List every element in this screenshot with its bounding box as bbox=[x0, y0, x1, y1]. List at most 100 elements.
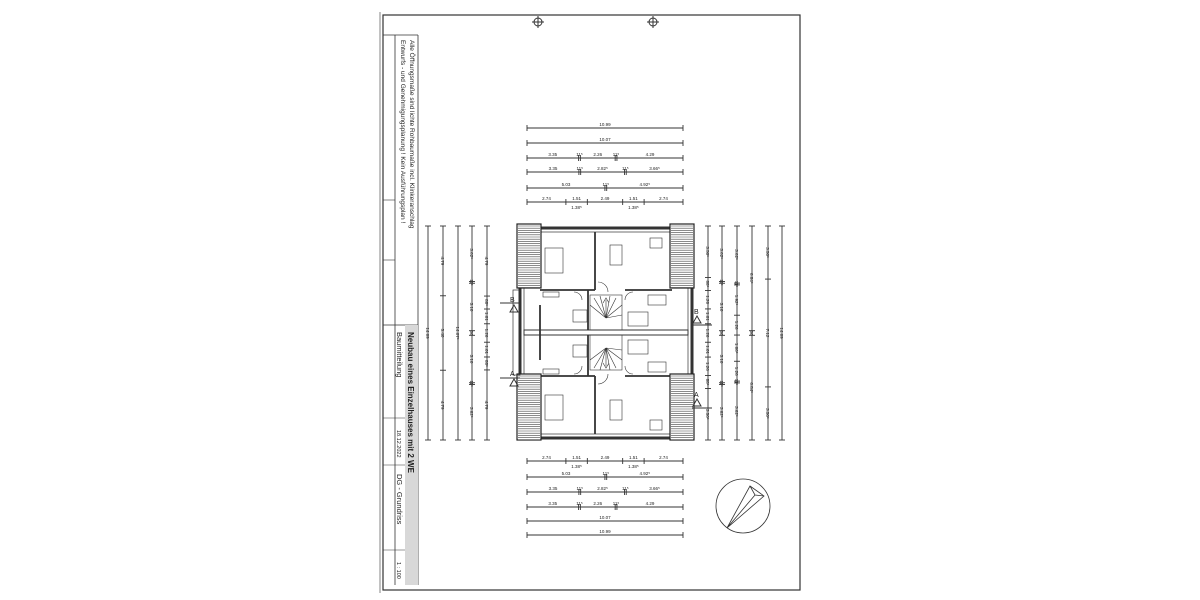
dimension-label: 1.51 bbox=[629, 455, 638, 460]
dimension-label: 1.26 bbox=[705, 362, 710, 371]
opening-note: Alle Öffnungsmaße sind lichte Rohbaumaße… bbox=[408, 40, 416, 229]
dimension-label: 1.51 bbox=[572, 196, 581, 201]
dimension-label: 3.62⁵ bbox=[719, 407, 724, 418]
dimension-sublabel: 1.38⁵ bbox=[628, 205, 639, 210]
dimension-label: 14.69 bbox=[779, 327, 784, 339]
dimension-label: 11⁵ bbox=[577, 486, 584, 491]
dimension-label: 2.49 bbox=[601, 455, 610, 460]
dimension-label: 4.92⁵ bbox=[640, 182, 651, 187]
section-label-b: B bbox=[694, 309, 699, 316]
dimension-label: 2.74 bbox=[542, 196, 551, 201]
dimension-label: 4.79 bbox=[484, 257, 489, 266]
dimension-label: 4.29 bbox=[646, 152, 655, 157]
dimension-label: 11⁵ bbox=[469, 380, 474, 387]
dimension-label: 2.82⁵ bbox=[597, 166, 608, 171]
dimension-label: 2.82⁵ bbox=[597, 486, 608, 491]
dimension-label: 11⁵ bbox=[622, 486, 629, 491]
dormers bbox=[516, 223, 695, 441]
dimension-label: 11⁵ bbox=[469, 279, 474, 286]
dimension-label: 6.84⁵ bbox=[749, 273, 754, 284]
dimension-label: 2.49 bbox=[601, 196, 610, 201]
dimension-label: 3.50⁵ bbox=[705, 246, 710, 257]
dimension-label: 3.50⁵ bbox=[765, 408, 770, 419]
dimension-label: 1.26 bbox=[734, 321, 739, 330]
dimension-label: 1.66⁵ bbox=[734, 343, 739, 354]
dimension-chains: 10.99 10.07 3.35 11⁵ 2.26 11⁵ 4.29 3.35 11⁵ 2.82⁵… bbox=[425, 122, 785, 538]
dimension-sublabel: 1.38⁵ bbox=[571, 464, 582, 469]
dimension-label: 11⁵ bbox=[613, 152, 620, 157]
dimension-label: 1.51 bbox=[629, 196, 638, 201]
dimension-label: 3.10 bbox=[719, 303, 724, 312]
dimension-label: 5.40 bbox=[440, 329, 445, 338]
dimension-label: 4.79 bbox=[440, 401, 445, 410]
dimension-label: 11⁵ bbox=[719, 279, 724, 286]
dimension-label: 1.26 bbox=[484, 329, 489, 338]
dimension-label: 5.03 bbox=[562, 182, 571, 187]
dimension-label: 1.92⁵ bbox=[734, 295, 739, 306]
dimension-label: 3.62⁵ bbox=[734, 249, 739, 260]
dimension-label: 4.29 bbox=[646, 501, 655, 506]
dimension-label: 3.35 bbox=[548, 501, 557, 506]
dimension-label: 3.35 bbox=[548, 152, 557, 157]
dimension-label: 10.07 bbox=[599, 515, 611, 520]
dormer bbox=[669, 223, 695, 289]
dimension-label: 2.26 bbox=[593, 501, 602, 506]
dimension-label: 30 bbox=[749, 330, 754, 336]
dimension-label: 3.66⁵ bbox=[649, 166, 660, 171]
staircase bbox=[589, 294, 623, 371]
section-label-a: A bbox=[510, 371, 515, 378]
dimension-label: 3.62⁵ bbox=[469, 248, 474, 259]
dimension-label: 11⁵ bbox=[734, 379, 739, 386]
furniture bbox=[542, 237, 667, 431]
dimension-label: 1.26 bbox=[705, 329, 710, 338]
dimension-label: 5.03 bbox=[562, 471, 571, 476]
planning-note: Entwurfs - und Genehmigungsplanung ! Kei… bbox=[399, 40, 406, 223]
dimension-label: 3.66⁵ bbox=[649, 486, 660, 491]
dimension-label: 3.10 bbox=[469, 303, 474, 312]
dimension-label: 3.10 bbox=[719, 355, 724, 364]
dimension-label: 3.50⁵ bbox=[765, 247, 770, 258]
dimension-label: 11⁵ bbox=[734, 281, 739, 288]
dimension-label: 10.07 bbox=[599, 137, 611, 142]
dimension-label: 1.26 bbox=[734, 367, 739, 376]
dimension-label: 3.50⁵ bbox=[705, 409, 710, 420]
dimension-label: 30 bbox=[469, 330, 474, 336]
dimension-label: 3.62⁵ bbox=[719, 248, 724, 259]
dimension-label: 11⁵ bbox=[622, 166, 629, 171]
dimension-label: 3.35 bbox=[549, 486, 558, 491]
dimension-label: 2.74 bbox=[659, 455, 668, 460]
dormer bbox=[516, 223, 542, 289]
section-markers: B A B A bbox=[500, 297, 712, 409]
dimension-label: 11⁵ bbox=[577, 166, 584, 171]
dimension-label: 4.79 bbox=[440, 257, 445, 266]
building-plan bbox=[512, 223, 695, 441]
dimension-label: 1.51 bbox=[572, 455, 581, 460]
party-wall bbox=[523, 329, 689, 336]
dimension-label: 14.69 bbox=[425, 327, 430, 339]
interior-walls bbox=[539, 232, 672, 434]
dimension-label: 6.84⁵ bbox=[749, 382, 754, 393]
balcony-outline bbox=[512, 289, 521, 376]
plan-phase: Baumitteilung bbox=[395, 332, 404, 377]
dimension-label: 1.26 bbox=[705, 295, 710, 304]
plan-scale: 1 : 100 bbox=[395, 562, 401, 579]
dimension-label: 1.01 bbox=[484, 312, 489, 321]
dimension-label: 1.01 bbox=[705, 345, 710, 354]
dimension-label: 10.99 bbox=[599, 529, 611, 534]
dimension-label: 11⁵ bbox=[603, 471, 610, 476]
dimension-label: 11⁵ bbox=[603, 182, 610, 187]
crosshair-mark bbox=[532, 16, 659, 28]
dimension-label: 3.62⁵ bbox=[469, 407, 474, 418]
plan-date: 18.12.2022 bbox=[395, 430, 401, 458]
dimension-label: 11⁵ bbox=[719, 380, 724, 387]
dimension-label: 3.10 bbox=[469, 355, 474, 364]
dimension-label: 11⁵ bbox=[576, 152, 583, 157]
dimension-label: 88⁵ bbox=[705, 281, 710, 288]
section-label-a: A bbox=[694, 392, 699, 399]
dimension-label: 2.74 bbox=[659, 196, 668, 201]
dimension-label: 1.01 bbox=[705, 312, 710, 321]
north-arrow-icon bbox=[715, 478, 771, 534]
dimension-label: 88⁵ bbox=[484, 360, 489, 367]
dimension-label: 30 bbox=[719, 330, 724, 336]
